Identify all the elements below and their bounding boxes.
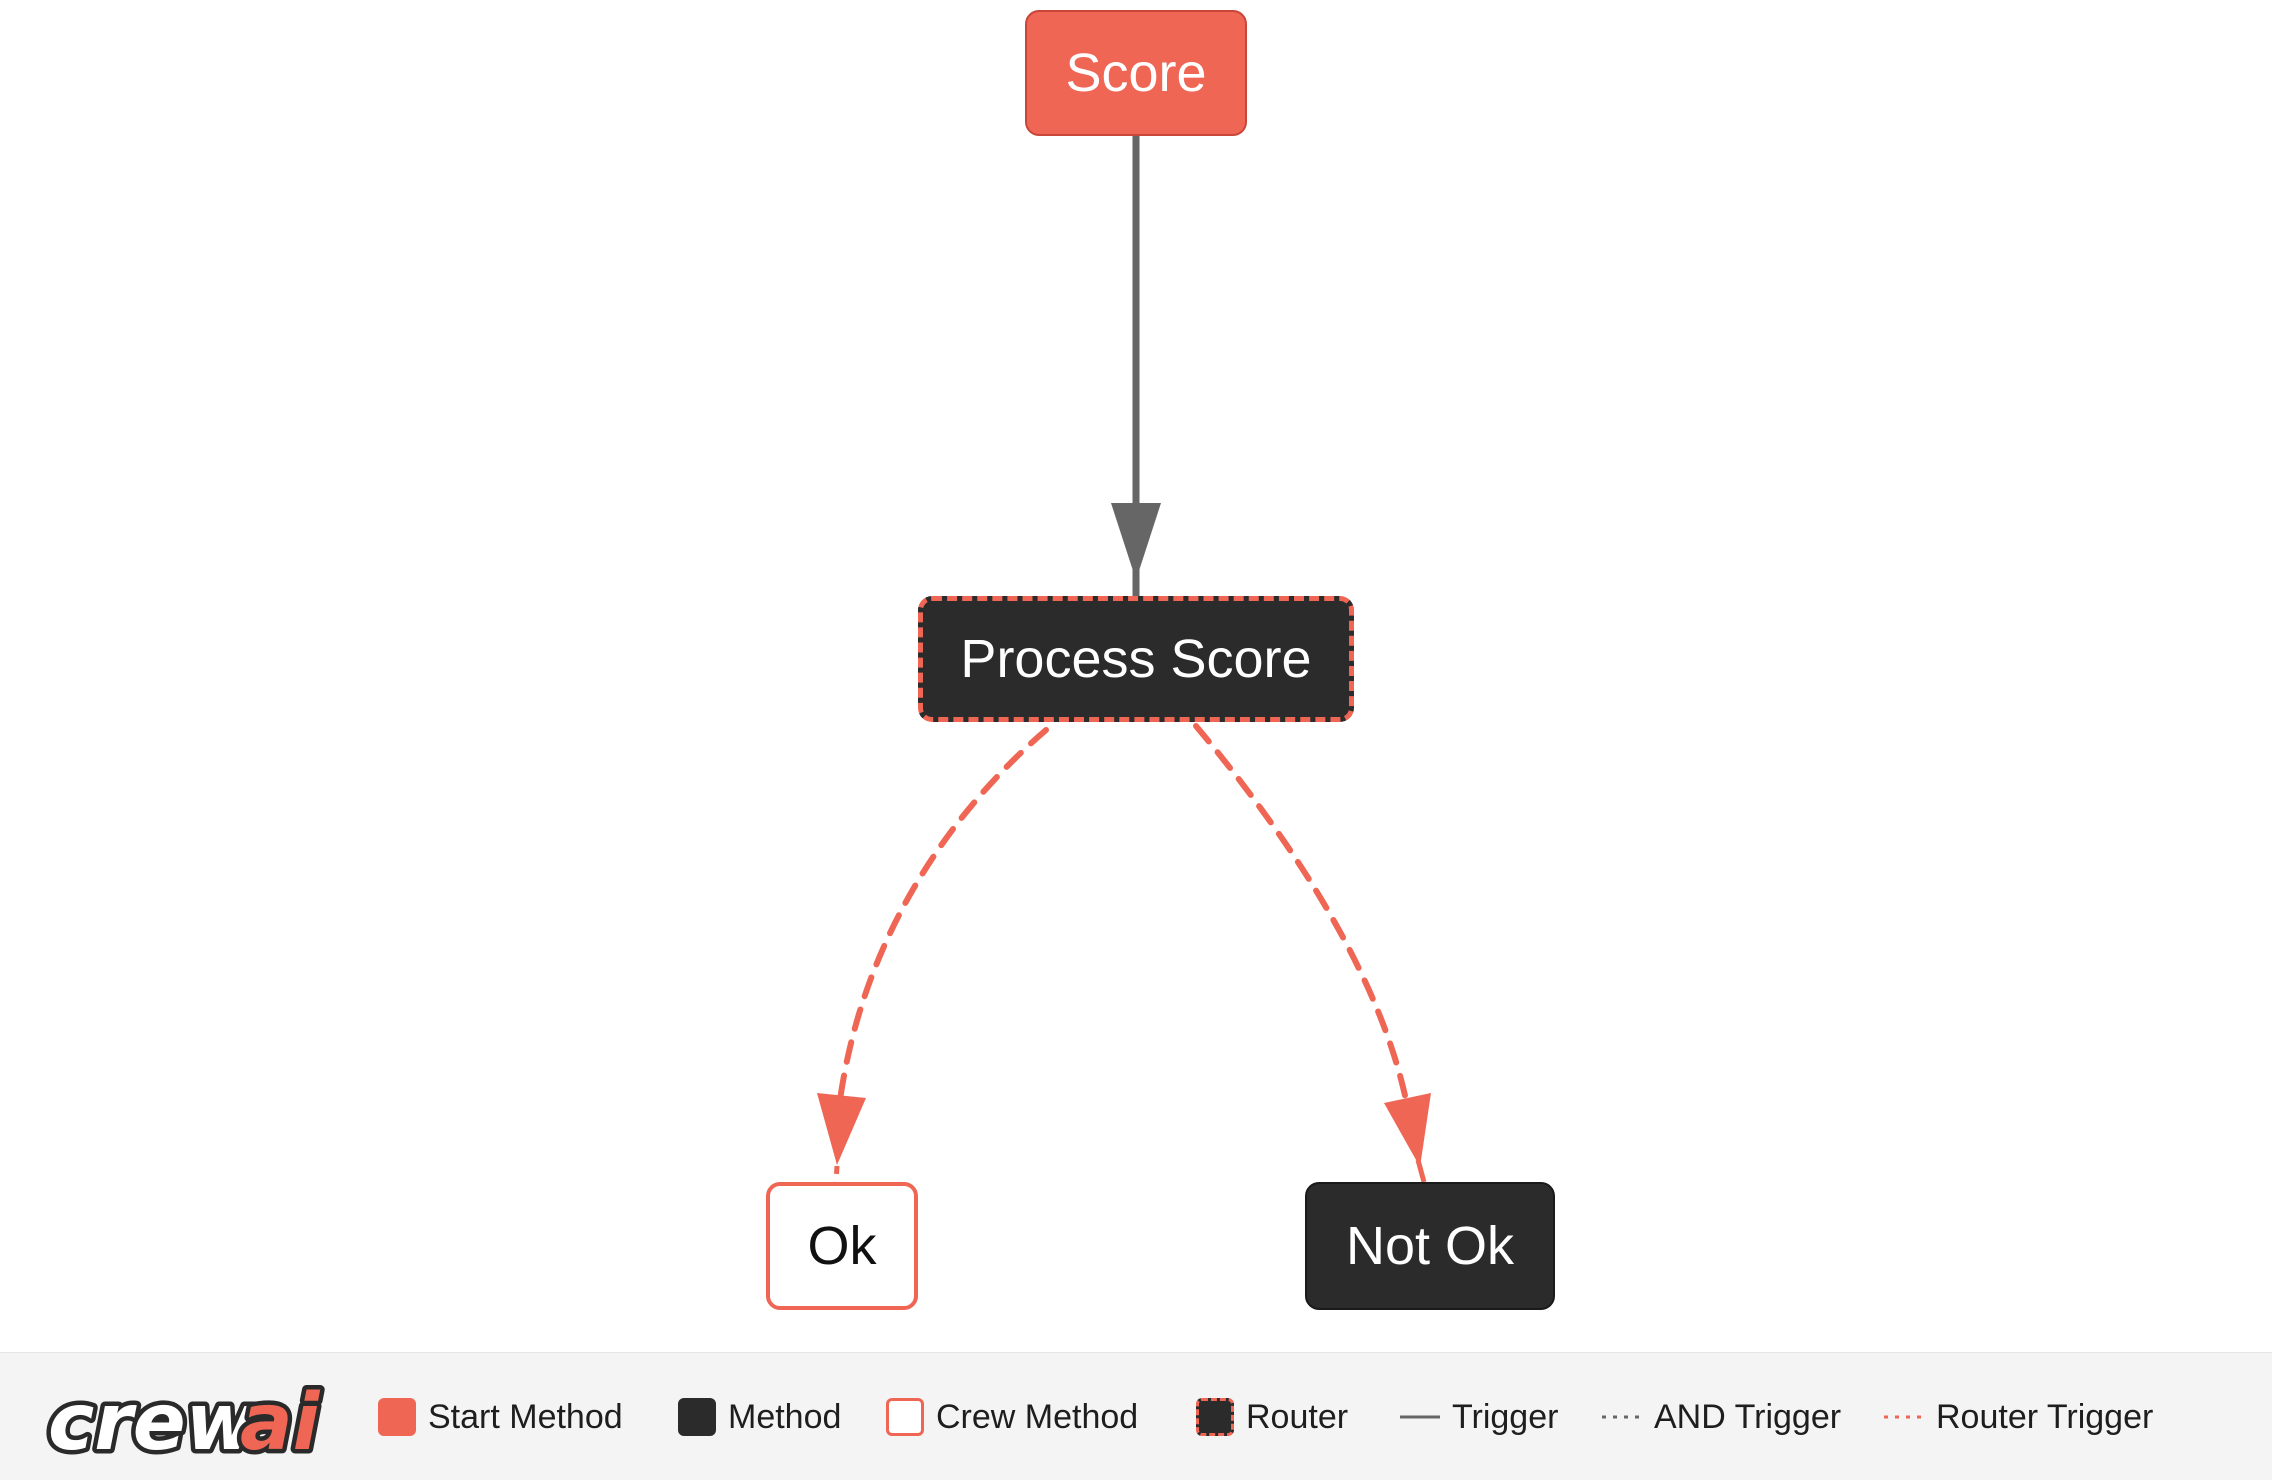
svg-text:crew: crew xyxy=(48,1378,259,1467)
and-trigger-line-icon xyxy=(1602,1415,1642,1419)
legend-crew-method-label: Crew Method xyxy=(936,1397,1139,1436)
start-method-swatch xyxy=(378,1398,416,1436)
legend-and-trigger: AND Trigger xyxy=(1602,1353,1841,1481)
arrowhead-not-ok xyxy=(1384,1093,1431,1167)
trigger-line-icon xyxy=(1400,1415,1440,1419)
node-ok-label: Ok xyxy=(807,1216,877,1276)
legend-start-method-label: Start Method xyxy=(428,1397,623,1436)
legend-bar: crew ai Start Method Method Crew Method … xyxy=(0,1352,2272,1480)
crew-method-swatch xyxy=(886,1398,924,1436)
legend-method: Method xyxy=(678,1353,841,1481)
node-ok[interactable]: Ok xyxy=(766,1182,918,1310)
crewai-logo: crew ai xyxy=(44,1377,326,1467)
node-process-score[interactable]: Process Score xyxy=(918,596,1354,722)
edge-process-score-to-ok xyxy=(837,727,1049,1103)
node-score-label: Score xyxy=(1065,43,1207,103)
arrowhead-process-score xyxy=(1111,503,1161,580)
legend-router-trigger: Router Trigger xyxy=(1884,1353,2153,1481)
method-swatch xyxy=(678,1398,716,1436)
node-score[interactable]: Score xyxy=(1025,10,1247,136)
legend-method-label: Method xyxy=(728,1397,842,1436)
svg-text:ai: ai xyxy=(240,1378,321,1467)
flow-canvas: Score Process Score Ok Not Ok xyxy=(766,10,1555,1310)
legend-crew-method: Crew Method xyxy=(886,1353,1138,1481)
legend-router-trigger-label: Router Trigger xyxy=(1936,1397,2154,1436)
router-trigger-line-icon xyxy=(1884,1415,1924,1419)
legend-router-label: Router xyxy=(1246,1397,1349,1436)
edges-layer xyxy=(817,136,1431,1183)
legend-and-trigger-label: AND Trigger xyxy=(1654,1397,1842,1436)
node-process-score-label: Process Score xyxy=(960,629,1312,689)
router-swatch xyxy=(1196,1398,1234,1436)
arrowhead-ok xyxy=(817,1093,866,1165)
node-not-ok-label: Not Ok xyxy=(1345,1216,1515,1276)
legend-trigger: Trigger xyxy=(1400,1353,1558,1481)
legend-router: Router xyxy=(1196,1353,1348,1481)
edge-process-score-to-not-ok xyxy=(1193,723,1409,1103)
legend-start-method: Start Method xyxy=(378,1353,623,1481)
node-not-ok[interactable]: Not Ok xyxy=(1305,1182,1555,1310)
legend-trigger-label: Trigger xyxy=(1452,1397,1559,1436)
